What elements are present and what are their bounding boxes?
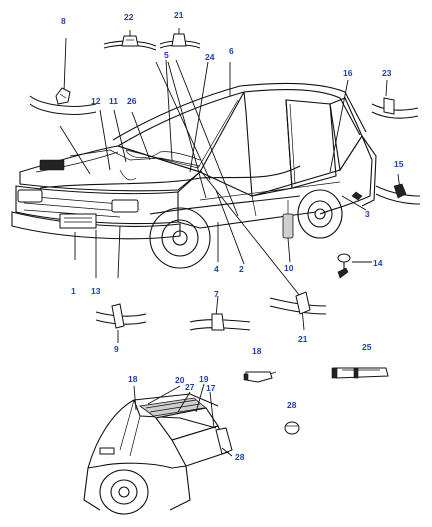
- callout-18-middle: 18: [252, 346, 262, 356]
- callout-13: 13: [91, 286, 101, 296]
- detail-part-21-top: [159, 33, 201, 49]
- callout-28-rear: 28: [235, 452, 245, 462]
- detail-part-23: [371, 97, 419, 119]
- callout-15: 15: [394, 159, 404, 169]
- callout-28-cap: 28: [287, 400, 297, 410]
- detail-part-22: [103, 35, 157, 51]
- detail-part-18: [243, 371, 277, 383]
- callout-24: 24: [205, 52, 215, 62]
- callout-26: 26: [127, 96, 137, 106]
- car-body-illustration: [11, 82, 377, 269]
- callout-4: 4: [214, 264, 219, 274]
- leader-lines: [59, 28, 401, 343]
- callout-8: 8: [61, 16, 66, 26]
- callout-12: 12: [91, 96, 101, 106]
- callout-19: 19: [199, 374, 209, 384]
- callout-9: 9: [114, 344, 119, 354]
- callout-11: 11: [109, 96, 118, 106]
- detail-part-21-bottom: [269, 291, 327, 315]
- detail-part-7: [189, 313, 251, 331]
- callout-25: 25: [362, 342, 372, 352]
- callout-labels: 8 22 21 6 5 24 12 11 26 16 23 15 3 14 10…: [61, 10, 404, 462]
- callout-17: 17: [206, 383, 216, 393]
- callout-16: 16: [343, 68, 353, 78]
- callout-20: 20: [175, 375, 185, 385]
- callout-21-bottom: 21: [298, 334, 308, 344]
- callout-22: 22: [124, 12, 134, 22]
- detail-part-9: [95, 303, 147, 329]
- callout-3: 3: [365, 209, 370, 219]
- callout-14: 14: [373, 258, 383, 268]
- detail-part-8: [29, 87, 97, 115]
- callout-7: 7: [214, 289, 219, 299]
- callout-2: 2: [239, 264, 244, 274]
- callout-18-rear: 18: [128, 374, 138, 384]
- callout-10: 10: [284, 263, 294, 273]
- callout-21-top: 21: [174, 10, 184, 20]
- callout-6: 6: [229, 46, 234, 56]
- callout-5: 5: [164, 50, 169, 60]
- detail-part-25: [331, 367, 389, 379]
- detail-part-28: [284, 421, 300, 435]
- detail-part-14: [337, 253, 351, 279]
- callout-23: 23: [382, 68, 392, 78]
- callout-27: 27: [185, 382, 195, 392]
- callout-1: 1: [71, 286, 76, 296]
- detail-part-15: [375, 183, 421, 205]
- rear-car-illustration: [83, 383, 233, 515]
